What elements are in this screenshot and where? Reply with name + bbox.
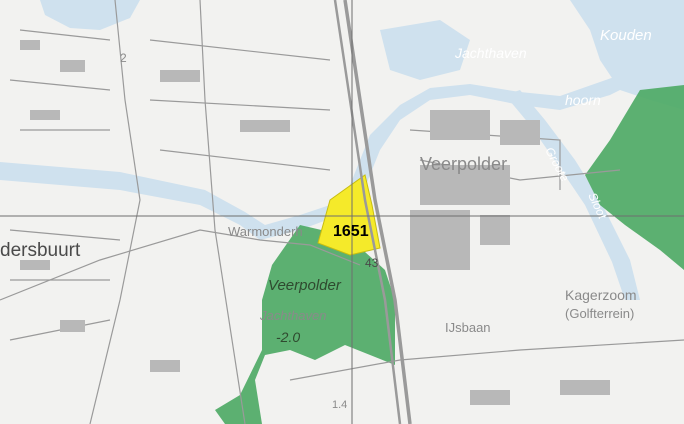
building-block-9: [560, 380, 610, 395]
label-43: 43: [365, 256, 379, 270]
building-block-2: [60, 60, 85, 72]
motorway: [333, 0, 402, 424]
label-dersbuurt: dersbuurt: [0, 240, 81, 261]
building-block-5: [240, 120, 290, 132]
label-hoorn: hoorn: [565, 92, 601, 108]
railway: [343, 0, 412, 424]
lake-topright: [570, 0, 684, 110]
canal-main: [0, 60, 684, 240]
building-block-8: [150, 360, 180, 372]
label-jachthaven-lower: Jachthaven: [259, 308, 327, 323]
road-south: [289, 339, 684, 381]
road-diagonal: [0, 229, 361, 301]
building-industrial-1: [420, 165, 510, 205]
building-block-3: [30, 110, 60, 120]
green-layer: [215, 85, 684, 424]
label-golfterrein: (Golfterrein): [565, 306, 634, 321]
green-topright: [585, 85, 684, 270]
building-industrial-5: [500, 120, 540, 145]
building-block-4: [160, 70, 200, 82]
label-ijsbaan: IJsbaan: [445, 320, 491, 335]
label-veerpolder-green: Veerpolder: [268, 277, 342, 294]
label-road-1-4: 1.4: [332, 399, 347, 411]
green-veerpolder: [215, 225, 395, 424]
building-block-1: [20, 40, 40, 50]
label-kouden: Kouden: [600, 27, 652, 44]
building-block-6: [20, 260, 50, 270]
building-block-10: [470, 390, 510, 405]
label-kagerzoom: Kagerzoom: [565, 287, 637, 303]
label-jachthaven: Jachthaven: [454, 45, 527, 61]
road-west: [89, 0, 141, 424]
building-block-7: [60, 320, 85, 332]
label-parcel-number: 1651: [333, 223, 369, 240]
harbour-basin: [380, 20, 470, 80]
lake-topleft: [40, 0, 140, 30]
building-industrial-4: [430, 110, 490, 140]
label-2-0: -2.0: [276, 329, 300, 345]
label-veerpolder-industrial: Veerpolder: [420, 154, 507, 174]
label-road-2: 2: [120, 51, 127, 65]
label-warmonderh: Warmonderh: [228, 224, 303, 239]
building-industrial-3: [480, 215, 510, 245]
road-center: [199, 0, 246, 424]
groote-sloot: [505, 90, 640, 300]
building-layer: [20, 40, 610, 405]
building-industrial-2: [410, 210, 470, 270]
water-layer: [0, 0, 684, 300]
